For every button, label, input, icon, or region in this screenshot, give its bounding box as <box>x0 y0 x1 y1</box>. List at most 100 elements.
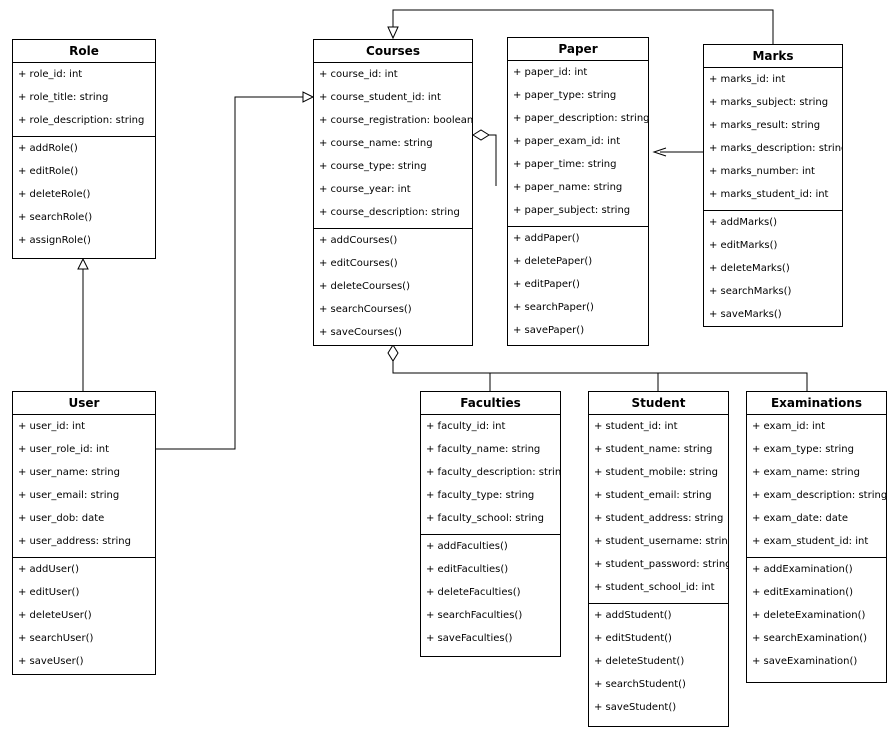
attribute-row: + user_dob: date <box>18 513 105 524</box>
class-marks[interactable]: Marks + marks_id: int + marks_subject: s… <box>703 44 843 327</box>
attribute-row: + marks_description: string <box>709 143 842 154</box>
method-row: + addMarks() <box>709 217 778 228</box>
method-row: + addRole() <box>18 143 78 154</box>
user-courses-generalization-arrowhead <box>302 91 315 103</box>
attribute-row: + paper_id: int <box>513 67 588 78</box>
class-role-attributes: + role_id: int + role_title: string + ro… <box>13 63 155 136</box>
class-faculties[interactable]: Faculties + faculty_id: int + faculty_na… <box>420 391 561 657</box>
method-row: + saveUser() <box>18 656 84 667</box>
class-paper-title: Paper <box>508 38 648 61</box>
class-examinations[interactable]: Examinations + exam_id: int + exam_type:… <box>746 391 887 683</box>
method-row: + editStudent() <box>594 633 672 644</box>
attribute-row: + user_email: string <box>18 490 120 501</box>
attribute-row: + paper_exam_id: int <box>513 136 621 147</box>
method-row: + editExamination() <box>752 587 854 598</box>
class-user-title: User <box>13 392 155 415</box>
attribute-row: + marks_result: string <box>709 120 821 131</box>
marks-courses-generalization-line <box>392 9 774 44</box>
class-courses-methods: + addCourses() + editCourses() + deleteC… <box>314 228 472 348</box>
method-row: + deleteMarks() <box>709 263 790 274</box>
attribute-row: + course_type: string <box>319 161 427 172</box>
attribute-row: + paper_description: string <box>513 113 648 124</box>
class-paper-methods: + addPaper() + deletePaper() + editPaper… <box>508 226 648 346</box>
method-row: + editFaculties() <box>426 564 509 575</box>
method-row: + searchStudent() <box>594 679 686 690</box>
attribute-row: + exam_name: string <box>752 467 860 478</box>
attribute-row: + exam_date: date <box>752 513 848 524</box>
method-row: + editCourses() <box>319 258 398 269</box>
marks-paper-association-arrowhead <box>652 147 667 157</box>
class-user-attributes: + user_id: int + user_role_id: int + use… <box>13 415 155 557</box>
attribute-row: + faculty_description: string <box>426 467 560 478</box>
attribute-row: + course_description: string <box>319 207 460 218</box>
method-row: + addUser() <box>18 564 79 575</box>
method-row: + addPaper() <box>513 233 580 244</box>
method-row: + deleteFaculties() <box>426 587 521 598</box>
class-student[interactable]: Student + student_id: int + student_name… <box>588 391 729 727</box>
attribute-row: + user_id: int <box>18 421 86 432</box>
attribute-row: + student_mobile: string <box>594 467 718 478</box>
attribute-row: + role_description: string <box>18 115 145 126</box>
class-courses-title: Courses <box>314 40 472 63</box>
method-row: + searchUser() <box>18 633 94 644</box>
class-paper[interactable]: Paper + paper_id: int + paper_type: stri… <box>507 37 649 346</box>
attribute-row: + course_name: string <box>319 138 433 149</box>
method-row: + addExamination() <box>752 564 853 575</box>
attribute-row: + marks_subject: string <box>709 97 829 108</box>
attribute-row: + marks_number: int <box>709 166 815 177</box>
class-student-methods: + addStudent() + editStudent() + deleteS… <box>589 603 728 723</box>
attribute-row: + student_username: string <box>594 536 728 547</box>
attribute-row: + paper_time: string <box>513 159 617 170</box>
attribute-row: + marks_student_id: int <box>709 189 829 200</box>
method-row: + saveMarks() <box>709 309 782 320</box>
attribute-row: + course_registration: boolean <box>319 115 472 126</box>
method-row: + assignRole() <box>18 235 91 246</box>
attribute-row: + student_name: string <box>594 444 713 455</box>
class-examinations-attributes: + exam_id: int + exam_type: string + exa… <box>747 415 886 557</box>
paper-courses-aggregation-diamond <box>472 129 490 141</box>
method-row: + deleteExamination() <box>752 610 866 621</box>
attribute-row: + paper_type: string <box>513 90 617 101</box>
attribute-row: + role_id: int <box>18 69 83 80</box>
paper-courses-aggregation-line <box>489 134 497 186</box>
attribute-row: + role_title: string <box>18 92 109 103</box>
class-user-methods: + addUser() + editUser() + deleteUser() … <box>13 557 155 677</box>
attribute-row: + faculty_id: int <box>426 421 506 432</box>
method-row: + deleteRole() <box>18 189 91 200</box>
class-user[interactable]: User + user_id: int + user_role_id: int … <box>12 391 156 675</box>
method-row: + searchMarks() <box>709 286 792 297</box>
class-role-methods: + addRole() + editRole() + deleteRole() … <box>13 136 155 256</box>
method-row: + searchRole() <box>18 212 93 223</box>
attribute-row: + student_address: string <box>594 513 724 524</box>
method-row: + editMarks() <box>709 240 778 251</box>
attribute-row: + faculty_school: string <box>426 513 544 524</box>
method-row: + searchExamination() <box>752 633 868 644</box>
attribute-row: + exam_id: int <box>752 421 826 432</box>
attribute-row: + student_email: string <box>594 490 712 501</box>
class-student-attributes: + student_id: int + student_name: string… <box>589 415 728 603</box>
attribute-row: + faculty_name: string <box>426 444 541 455</box>
attribute-row: + faculty_type: string <box>426 490 535 501</box>
class-role[interactable]: Role + role_id: int + role_title: string… <box>12 39 156 259</box>
courses-aggregation-trunk-line <box>392 361 808 391</box>
attribute-row: + exam_student_id: int <box>752 536 869 547</box>
method-row: + searchCourses() <box>319 304 412 315</box>
class-marks-title: Marks <box>704 45 842 68</box>
method-row: + saveExamination() <box>752 656 858 667</box>
method-row: + deletePaper() <box>513 256 593 267</box>
attribute-row: + paper_name: string <box>513 182 623 193</box>
method-row: + deleteStudent() <box>594 656 685 667</box>
attribute-row: + exam_type: string <box>752 444 854 455</box>
attribute-row: + marks_id: int <box>709 74 786 85</box>
attribute-row: + course_student_id: int <box>319 92 441 103</box>
class-faculties-title: Faculties <box>421 392 560 415</box>
method-row: + editPaper() <box>513 279 580 290</box>
method-row: + editUser() <box>18 587 80 598</box>
courses-aggregation-diamond <box>387 344 399 362</box>
attribute-row: + exam_description: string <box>752 490 886 501</box>
class-faculties-methods: + addFaculties() + editFaculties() + del… <box>421 534 560 654</box>
class-role-title: Role <box>13 40 155 63</box>
method-row: + editRole() <box>18 166 79 177</box>
class-courses[interactable]: Courses + course_id: int + course_studen… <box>313 39 473 346</box>
